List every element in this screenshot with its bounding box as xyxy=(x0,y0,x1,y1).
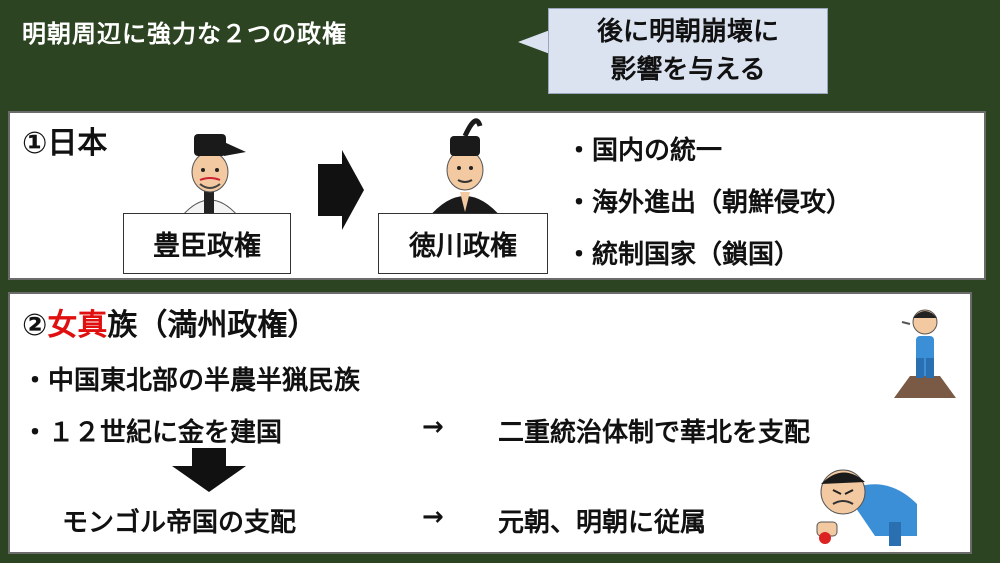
callout-pointer xyxy=(518,30,550,54)
callout-line-2: 影響を与える xyxy=(610,55,766,85)
toyotomi-illustration xyxy=(180,134,246,217)
japan-heading: ①日本 xyxy=(22,126,108,161)
tokugawa-box: 徳川政権 xyxy=(378,213,548,274)
jurchen-line-2-arrow: → xyxy=(422,412,444,442)
jurchen-line-3-right: 元朝、明朝に従属 xyxy=(498,508,707,538)
person-on-hill-illustration xyxy=(894,309,956,398)
jurchen-heading: ②女真族（満州政権） xyxy=(22,300,317,344)
jurchen-heading-highlight: 女真 xyxy=(47,308,108,343)
arrow-down-icon xyxy=(172,448,246,492)
jurchen-line-2-left: ・１２世紀に金を建国 xyxy=(22,418,283,448)
japan-bullet-1: ・国内の統一 xyxy=(566,136,723,166)
jurchen-panel xyxy=(8,292,972,554)
japan-bullet-2: ・海外進出（朝鮮侵攻） xyxy=(566,188,853,218)
toyotomi-box: 豊臣政権 xyxy=(123,213,291,274)
jurchen-heading-suffix: 族（満州政権） xyxy=(107,308,318,343)
jurchen-heading-prefix: ② xyxy=(22,308,48,343)
arrow-right-icon xyxy=(318,150,364,230)
bowing-person-illustration xyxy=(816,469,917,546)
page-title: 明朝周辺に強力な２つの政権 xyxy=(22,20,347,48)
callout-box: 後に明朝崩壊に 影響を与える xyxy=(548,8,828,94)
callout-line-1: 後に明朝崩壊に xyxy=(596,17,779,47)
jurchen-line-1: ・中国東北部の半農半猟民族 xyxy=(22,366,361,396)
jurchen-line-3-left: モンゴル帝国の支配 xyxy=(62,508,297,538)
jurchen-line-2-right: 二重統治体制で華北を支配 xyxy=(498,418,811,448)
tokugawa-illustration xyxy=(428,118,502,218)
japan-bullet-3: ・統制国家（鎖国） xyxy=(566,240,801,270)
jurchen-line-3-arrow: → xyxy=(422,502,444,532)
